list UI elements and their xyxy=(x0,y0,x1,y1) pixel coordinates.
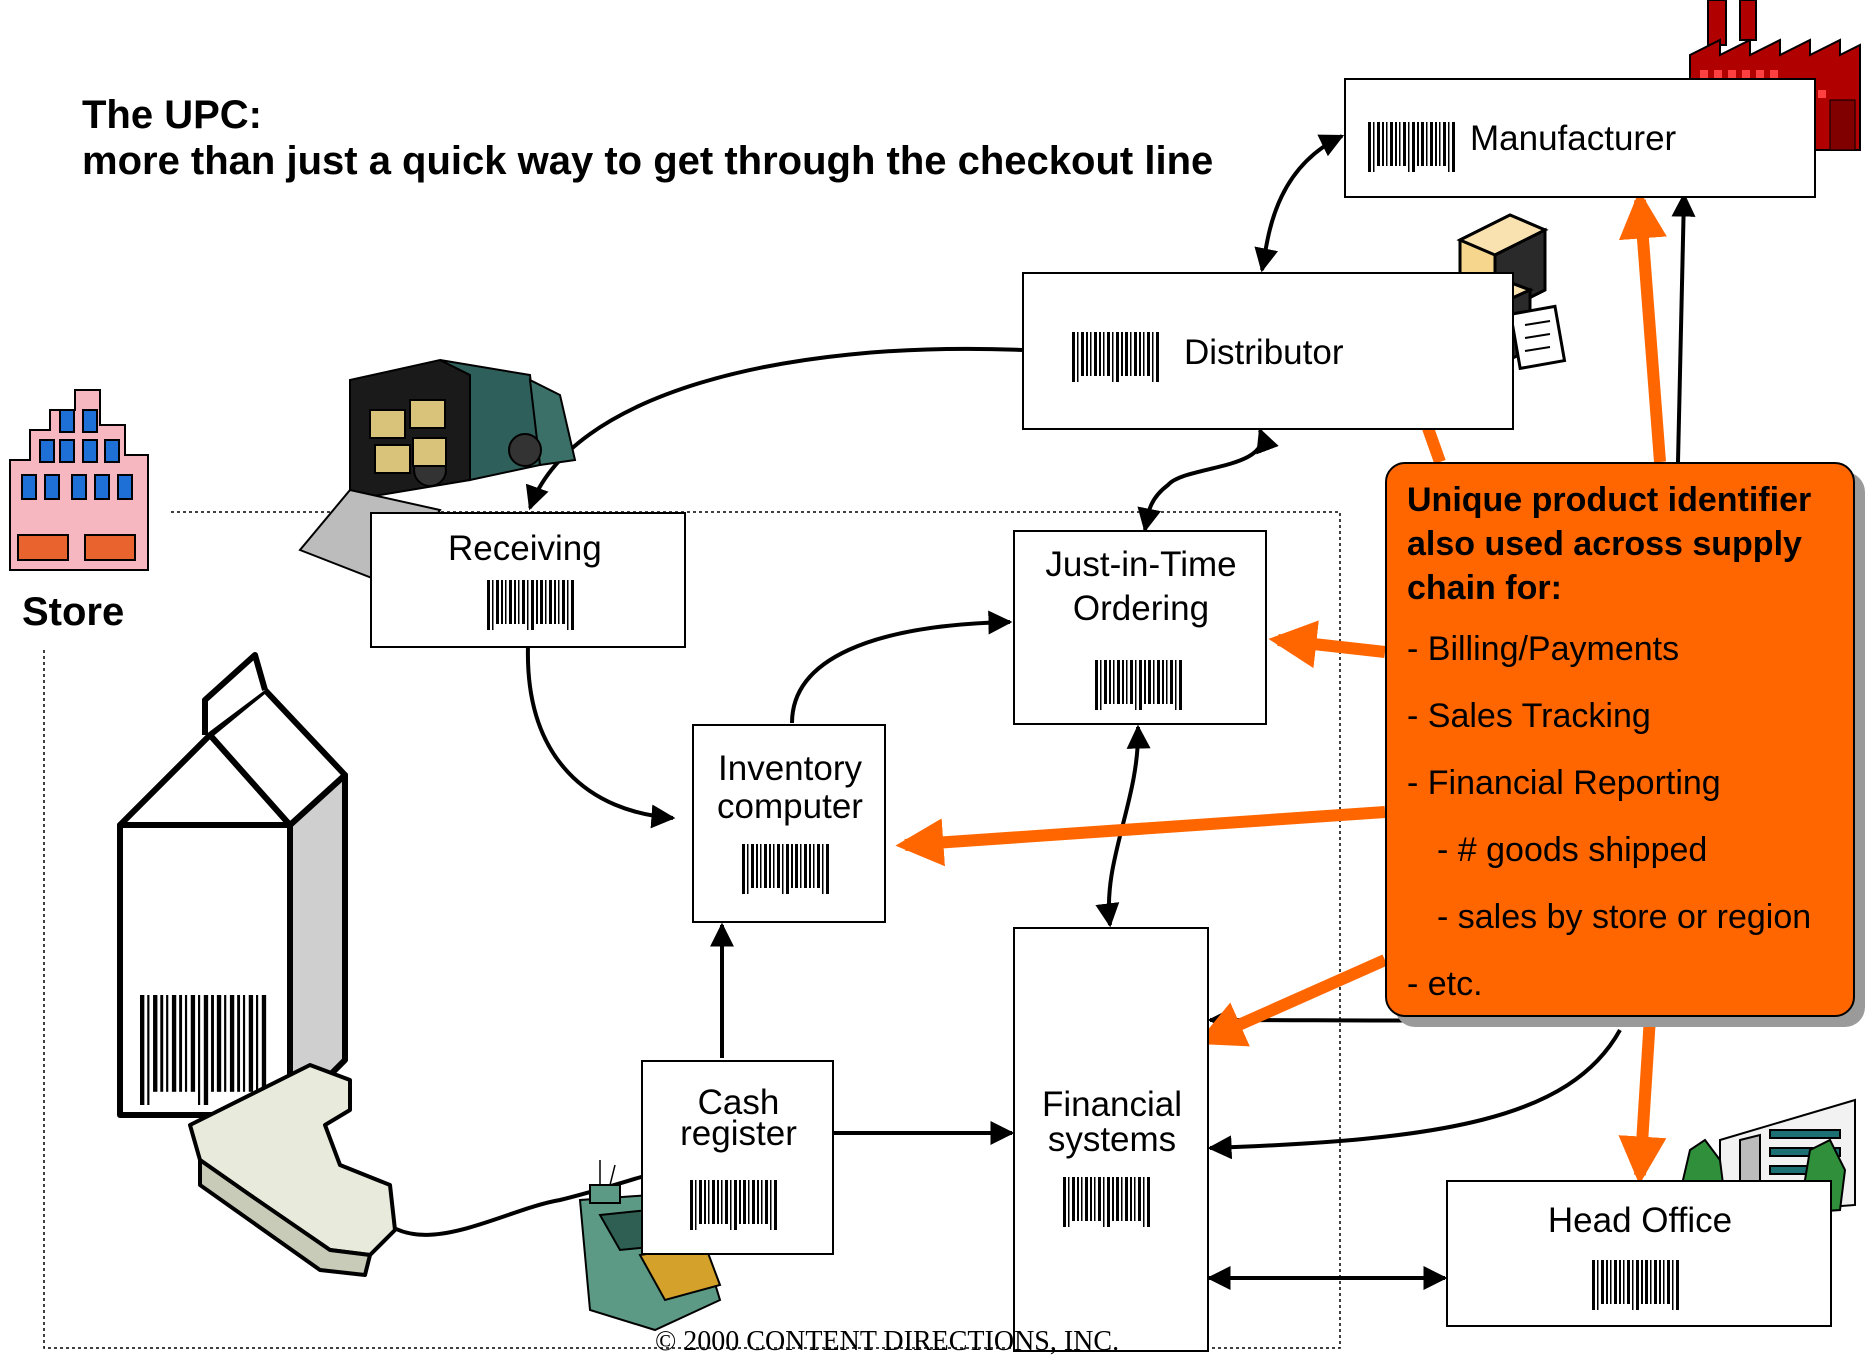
head-office-label: Head Office xyxy=(1547,1201,1733,1240)
financial-label-line-2: systems xyxy=(1047,1120,1177,1159)
inventory-label-line-1: Inventory xyxy=(718,749,862,788)
barcode-icon xyxy=(1592,1260,1679,1310)
receiving-node: Receiving xyxy=(370,512,686,648)
barcode-icon xyxy=(487,580,574,630)
supply-chain-callout: Unique product identifier also used acro… xyxy=(1385,462,1855,1017)
barcode-icon xyxy=(1072,332,1159,382)
callout-subitem: - sales by store or region xyxy=(1437,898,1812,936)
manufacturer-node: Manufacturer xyxy=(1344,78,1816,198)
title-line-2: more than just a quick way to get throug… xyxy=(82,139,1214,183)
jit-ordering-node: Just-in-Time Ordering xyxy=(1013,530,1267,725)
inventory-label-line-2: computer xyxy=(717,787,863,826)
callout-heading-line-2: also used across supply xyxy=(1407,525,1802,563)
store-building-icon xyxy=(9,389,149,571)
distributor-label: Distributor xyxy=(1184,333,1344,372)
store-label: Store xyxy=(22,590,125,634)
barcode-icon xyxy=(742,844,829,894)
slide-title: The UPC: more than just a quick way to g… xyxy=(82,92,1213,184)
barcode-icon xyxy=(690,1180,777,1230)
financial-label-line-1: Financial xyxy=(1041,1085,1183,1124)
jit-label-line-2: Ordering xyxy=(1072,589,1210,628)
callout-heading-line-3: chain for: xyxy=(1407,569,1562,607)
callout-subitem: - # goods shipped xyxy=(1437,831,1708,869)
title-line-1: The UPC: xyxy=(82,93,262,137)
head-office-node: Head Office xyxy=(1446,1180,1832,1327)
copyright-notice: © 2000 CONTENT DIRECTIONS, INC. xyxy=(655,1326,1120,1357)
barcode-icon xyxy=(1063,1177,1150,1227)
callout-heading-line-1: Unique product identifier xyxy=(1407,481,1812,519)
cash-label-line-2: register xyxy=(680,1114,797,1153)
callout-item: - Financial Reporting xyxy=(1407,764,1721,802)
inventory-computer-node: Inventory computer xyxy=(692,724,886,923)
receiving-label: Receiving xyxy=(448,529,602,568)
barcode-scanner-icon xyxy=(188,1063,397,1277)
jit-label-line-1: Just-in-Time xyxy=(1045,545,1237,584)
barcode-icon xyxy=(1368,122,1455,172)
manufacturer-label: Manufacturer xyxy=(1470,119,1677,158)
barcode-icon xyxy=(1095,660,1182,710)
flow-arrows xyxy=(368,134,1696,1290)
cash-label-line-1: Cash xyxy=(697,1083,780,1122)
distributor-node: Distributor xyxy=(1022,272,1514,430)
callout-item: - etc. xyxy=(1407,965,1483,1003)
financial-systems-node: Financial systems xyxy=(1013,927,1209,1352)
callout-item: - Billing/Payments xyxy=(1407,630,1680,668)
cash-register-node: Cash register xyxy=(641,1060,834,1255)
store-boundary xyxy=(43,511,1341,1349)
callout-item: - Sales Tracking xyxy=(1407,697,1651,735)
